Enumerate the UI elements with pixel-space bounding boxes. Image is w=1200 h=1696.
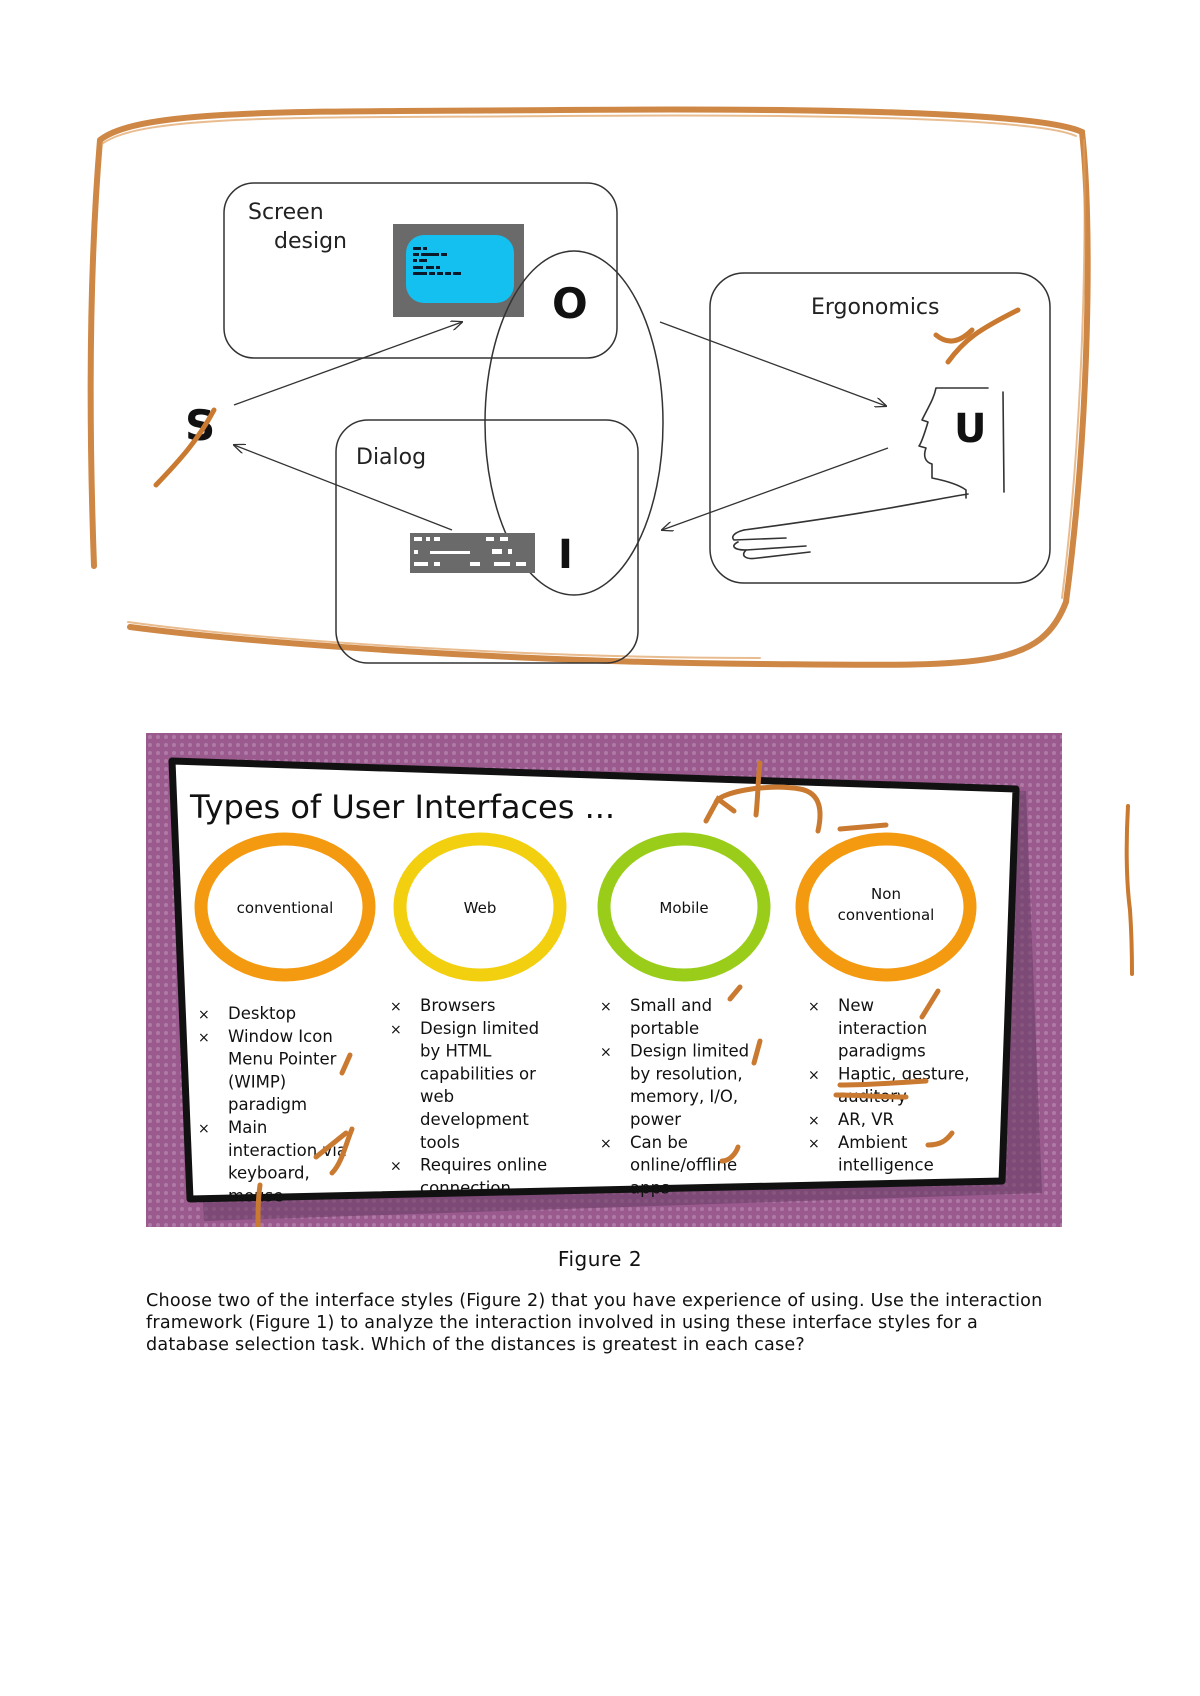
bullet-glyph: × bbox=[808, 1067, 820, 1083]
bullet-line: Design limited bbox=[630, 1042, 749, 1061]
bullet-line: Ambient bbox=[838, 1133, 908, 1152]
slide-card bbox=[168, 757, 1020, 1203]
bullet-line: mouse bbox=[228, 1186, 283, 1205]
ergonomics-label: Ergonomics bbox=[811, 295, 940, 320]
bullet-glyph: × bbox=[600, 1045, 612, 1061]
bullet-line: online/offline bbox=[630, 1156, 737, 1175]
screen-design-label-line1: Screen bbox=[248, 200, 324, 225]
bullet-line: Requires online bbox=[420, 1156, 547, 1175]
bullet-line: apps bbox=[630, 1178, 670, 1197]
annotation-outer-loop bbox=[87, 106, 1091, 668]
category-ring bbox=[194, 832, 376, 982]
bullet-glyph: × bbox=[600, 1136, 612, 1152]
interaction-framework-diagram: Screen design O Ergonomics U Dialog bbox=[87, 106, 1091, 668]
bullet-line: Main bbox=[228, 1118, 267, 1137]
margin-annotation-mark bbox=[1124, 804, 1134, 976]
bullet-line: connection bbox=[420, 1178, 511, 1197]
screen-design-label-line2: design bbox=[274, 229, 347, 254]
bullet-line: AR, VR bbox=[838, 1110, 894, 1129]
bullet-line: Menu Pointer bbox=[228, 1050, 337, 1069]
bullet-line: tools bbox=[420, 1133, 460, 1152]
bullet-glyph: × bbox=[198, 1121, 210, 1137]
bullet-line: Can be bbox=[630, 1133, 688, 1152]
bullet-line: capabilities or bbox=[420, 1064, 536, 1083]
bullet-line: power bbox=[630, 1110, 681, 1129]
interface-ellipse bbox=[484, 250, 664, 596]
bullet-line: interaction bbox=[838, 1019, 927, 1038]
annotation-marks bbox=[255, 760, 955, 1227]
input-letter: I bbox=[558, 532, 573, 578]
bullet-line: Desktop bbox=[228, 1004, 296, 1023]
dialog-label: Dialog bbox=[356, 445, 426, 470]
bullet-glyph: × bbox=[808, 1113, 820, 1129]
bullet-line: Haptic, gesture, bbox=[838, 1064, 970, 1083]
bullet-line: keyboard, bbox=[228, 1164, 310, 1183]
bullet-line: portable bbox=[630, 1019, 699, 1038]
bullet-line: Browsers bbox=[420, 996, 495, 1015]
bullet-line: memory, I/O, bbox=[630, 1087, 738, 1106]
bullet-glyph: × bbox=[390, 1159, 402, 1175]
bullet-line: paradigm bbox=[228, 1095, 307, 1114]
screen-design-box bbox=[223, 182, 618, 359]
monitor-icon bbox=[393, 224, 524, 317]
bullet-line: intelligence bbox=[838, 1156, 934, 1175]
dialog-box bbox=[335, 419, 639, 664]
bullet-line: Small and bbox=[630, 996, 712, 1015]
figure-caption: Figure 2 bbox=[557, 1247, 643, 1271]
category-mobile: Mobile bbox=[597, 832, 771, 982]
bullet-glyph: × bbox=[198, 1030, 210, 1046]
ergonomics-box bbox=[709, 272, 1051, 584]
bullet-line: (WIMP) bbox=[228, 1072, 286, 1091]
category-name-line1: Non bbox=[871, 885, 901, 903]
ui-types-slide: Types of User Interfaces ... conventiona… bbox=[146, 733, 1062, 1227]
output-letter: O bbox=[552, 279, 588, 328]
bullet-line: Design limited bbox=[420, 1019, 539, 1038]
annotation-marks bbox=[153, 307, 1021, 488]
framework-arrows bbox=[234, 322, 888, 530]
annotation-outer-loop-texture bbox=[101, 114, 1086, 659]
bullet-line: by resolution, bbox=[630, 1064, 743, 1083]
category-ring bbox=[597, 832, 771, 982]
category-conventional: conventional bbox=[194, 832, 376, 982]
keyboard-icon bbox=[410, 533, 535, 573]
bullet-line: development bbox=[420, 1110, 529, 1129]
bullet-line: New bbox=[838, 996, 874, 1015]
bullet-line: by HTML bbox=[420, 1042, 492, 1061]
category-name: Mobile bbox=[659, 899, 708, 917]
category-name: conventional bbox=[237, 899, 334, 917]
category-ring bbox=[795, 832, 977, 982]
bullet-glyph: × bbox=[808, 1136, 820, 1152]
bullet-line: web bbox=[420, 1087, 454, 1106]
bullet-glyph: × bbox=[198, 1007, 210, 1023]
user-letter: U bbox=[954, 406, 986, 452]
bullet-glyph: × bbox=[390, 999, 402, 1015]
user-profile-icon bbox=[731, 387, 1005, 560]
category-ring bbox=[393, 832, 567, 982]
bullet-glyph: × bbox=[808, 999, 820, 1015]
system-letter: S bbox=[185, 401, 215, 450]
category-name: Web bbox=[464, 899, 497, 917]
category-non-conventional: Non conventional bbox=[795, 832, 977, 982]
bullet-glyph: × bbox=[390, 1022, 402, 1038]
question-text: Choose two of the interface styles (Figu… bbox=[146, 1291, 1043, 1355]
bullet-line: Window Icon bbox=[228, 1027, 333, 1046]
bullet-line: paradigms bbox=[838, 1042, 926, 1061]
slide-title: Types of User Interfaces ... bbox=[189, 788, 615, 826]
category-name-line2: conventional bbox=[838, 906, 935, 924]
bullet-glyph: × bbox=[600, 999, 612, 1015]
category-web: Web bbox=[393, 832, 567, 982]
